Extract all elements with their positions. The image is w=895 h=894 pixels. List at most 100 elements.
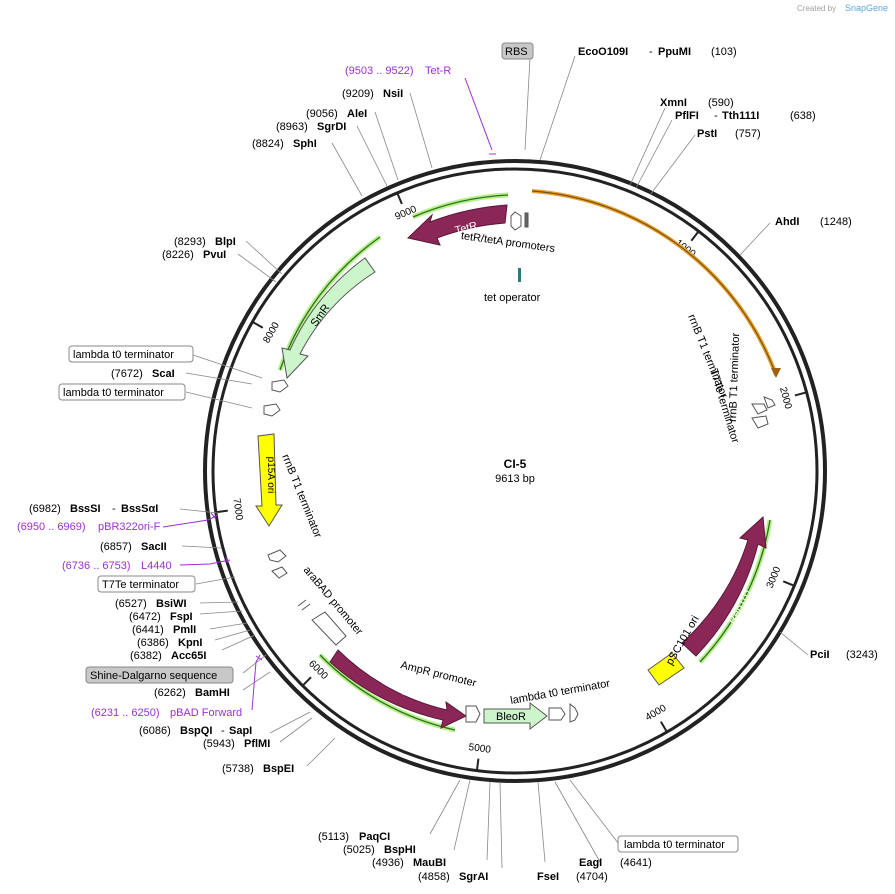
site-scai-pos: (7672) [111,368,143,380]
feature-p15a-ori[interactable] [255,433,283,527]
site-scai[interactable]: ScaI [152,368,175,380]
tick-mark [690,230,700,242]
primer-pbr322-pos: (6950 .. 6969) [17,521,86,533]
site-psti-pos: (757) [735,128,761,140]
site-nsii-pos: (9209) [342,88,374,100]
site-pvui[interactable]: PvuI [203,249,226,261]
primer-tet-r[interactable]: Tet-R [425,65,451,77]
site-fspi[interactable]: FspI [170,611,193,623]
site-sapi[interactable]: SapI [229,725,252,737]
site-sphi[interactable]: SphI [293,138,317,150]
site-bsiwi-pos: (6527) [115,598,147,610]
label-rrnb-t1-b: rrnB T1 terminator [727,332,742,422]
site-pflfi[interactable]: PflFI [675,110,699,122]
lambda-t0-box-left-1[interactable] [68,345,194,363]
feature-tetr-label: TetR [454,220,479,237]
site-pcii-pos: (3243) [846,649,878,661]
tick-label: 2000 [777,386,794,411]
site-psti[interactable]: PstI [697,128,717,140]
site-bspqi[interactable]: BspQI [180,725,212,737]
tick-mark [396,192,403,205]
label-lambda-t0-inner: lambda t0 terminator [509,678,611,707]
t7te-label: T7Te terminator [102,579,179,591]
site-sgrdi[interactable]: SgrDI [317,121,346,133]
site-alei[interactable]: AleI [347,108,367,120]
site-maubi-pos: (4936) [372,857,404,869]
feature-bleor[interactable] [483,701,548,731]
shine-dalgarno-label: Shine-Dalgarno sequence [90,670,217,682]
primer-pbr322ori-f[interactable]: pBR322ori-F [98,521,161,533]
tick-label: 3000 [765,565,784,590]
feature-rep101[interactable] [681,515,767,657]
site-fsei[interactable]: FseI [537,871,559,883]
site-pmli[interactable]: PmlI [173,624,196,636]
site-ecoo109i-pos: (103) [711,46,737,58]
label-tetr-tetA-promoters: tetR/tetA promoters [460,230,556,255]
primer-pbad-forward[interactable]: pBAD Forward [170,707,242,719]
leader-lines [179,55,809,869]
arc-arrowhead-orange [771,368,781,378]
site-ahdi-pos: (1248) [820,216,852,228]
site-paqci[interactable]: PaqCI [359,831,390,843]
site-bamhi-pos: (6262) [154,687,186,699]
site-bamhi[interactable]: BamHI [195,687,230,699]
site-pmli-pos: (6441) [132,624,164,636]
site-eagi[interactable]: EagI [579,857,602,869]
site-sphi-pos: (8824) [252,138,284,150]
site-bsssi-pos: (6982) [29,503,61,515]
tick-mark [660,721,668,733]
site-labels: RBS EcoO109I - PpuMI (103) XmnI (590) Pf… [17,42,878,883]
tick-label: 7000 [231,498,245,522]
lambda-t0-box-bottom[interactable] [617,835,739,853]
credit-text: Created by [797,4,836,13]
site-ppumi[interactable]: PpuMI [658,46,691,58]
tick-mark [215,509,228,514]
arc-rep101 [699,519,771,663]
feature-smr[interactable] [281,257,376,380]
plasmid-name: CI-5 [504,457,527,471]
site-bspei[interactable]: BspEI [263,763,294,775]
label-rrnb-t1-left: rrnB T1 terminator [279,453,324,540]
site-separator: - [649,46,653,58]
site-sacii[interactable]: SacII [141,541,167,553]
site-blpi[interactable]: BlpI [215,236,236,248]
rbs-box[interactable] [501,42,534,60]
tick-label: 5000 [468,742,492,756]
site-eagi-pos: (4704) [576,871,608,883]
site-separator: - [221,725,225,737]
site-sgrai[interactable]: SgrAI [459,871,488,883]
t7te-box[interactable] [97,575,196,593]
feature-psc101-ori[interactable] [647,652,685,686]
small-feature-glyphs [263,211,776,723]
site-ahdi[interactable]: AhdI [775,216,799,228]
tick-mark [251,320,264,329]
site-sgrdi-pos: (8963) [276,121,308,133]
lambda-t0-box-left-2[interactable] [58,383,186,401]
site-ecoo109i[interactable]: EcoO109I [578,46,628,58]
site-bsphi[interactable]: BspHI [384,844,416,856]
lambda-t0-pos: (4641) [620,857,652,869]
tick-label: 4000 [644,703,669,724]
site-kpni[interactable]: KpnI [178,637,202,649]
site-bsiwi[interactable]: BsiWI [156,598,187,610]
site-bsssi[interactable]: BssSI [70,503,101,515]
site-tth111i[interactable]: Tth111I [722,110,759,122]
feature-arac[interactable] [329,649,467,729]
site-pvui-pos: (8226) [162,249,194,261]
site-separator: - [714,110,718,122]
site-maubi[interactable]: MauBI [413,857,446,869]
site-bsphi-pos: (5025) [343,844,375,856]
site-sgrai-pos: (4858) [418,871,450,883]
site-xmni[interactable]: XmnI [660,97,687,109]
primer-l4440[interactable]: L4440 [141,560,172,572]
feature-tetr[interactable] [406,204,508,246]
site-bspqi-pos: (6086) [139,725,171,737]
site-acc65i[interactable]: Acc65I [171,650,206,662]
tick-mark [794,391,807,397]
shine-dalgarno-box[interactable] [85,666,234,684]
site-pflmi[interactable]: PflMI [244,738,270,750]
site-bsssai[interactable]: BssSαI [121,503,158,515]
primer-pbad-pos: (6231 .. 6250) [91,707,160,719]
site-pcii[interactable]: PciI [810,649,830,661]
site-nsii[interactable]: NsiI [383,88,403,100]
